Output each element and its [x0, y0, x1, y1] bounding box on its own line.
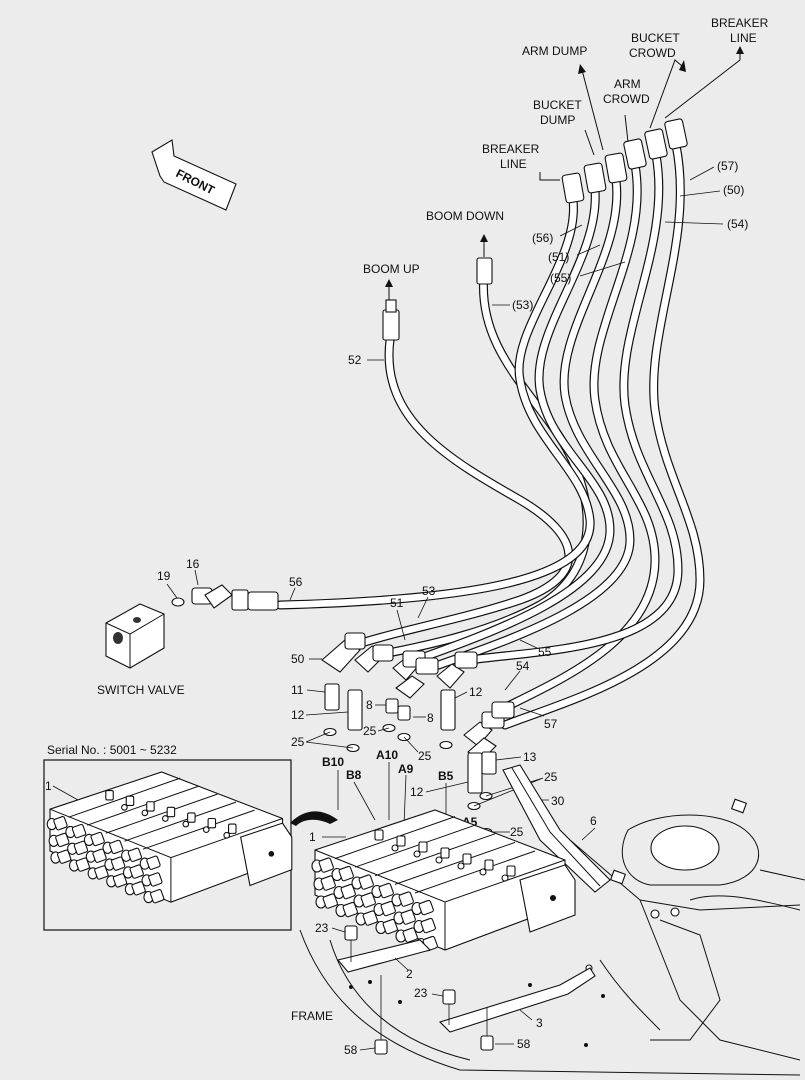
svg-text:2: 2	[406, 967, 413, 981]
svg-text:51: 51	[390, 596, 404, 610]
brackets: 23 23 2 3 58 58 1	[309, 830, 596, 1057]
svg-text:55: 55	[538, 645, 552, 659]
direction-arrows	[385, 46, 744, 300]
frame-label: FRAME	[291, 1009, 333, 1023]
switch-valve-label: SWITCH VALVE	[97, 683, 185, 697]
svg-text:(54): (54)	[727, 217, 748, 231]
arm-dump-label: ARM DUMP	[522, 44, 587, 58]
svg-text:19: 19	[157, 569, 171, 583]
svg-text:B5: B5	[438, 769, 454, 783]
svg-text:(55): (55)	[550, 271, 571, 285]
svg-text:58: 58	[517, 1037, 531, 1051]
svg-text:A10: A10	[376, 748, 398, 762]
svg-text:50: 50	[291, 652, 305, 666]
svg-text:(53): (53)	[512, 298, 533, 312]
svg-text:3: 3	[536, 1016, 543, 1030]
hose-bundle	[275, 140, 705, 730]
svg-text:(57): (57)	[717, 159, 738, 173]
pipe-6: 6	[502, 764, 611, 893]
svg-text:(56): (56)	[532, 231, 553, 245]
svg-text:1: 1	[309, 830, 316, 844]
switch-valve: 16 19 56 SWITCH VALVE	[97, 557, 303, 697]
svg-text:54: 54	[516, 659, 530, 673]
svg-text:B10: B10	[322, 755, 344, 769]
svg-text:8: 8	[427, 711, 434, 725]
boom-up-label: BOOM UP	[363, 262, 420, 276]
svg-text:13: 13	[523, 750, 537, 764]
svg-text:25: 25	[363, 724, 377, 738]
serial-inset: Serial No. : 5001 ~ 5232 1	[43, 743, 338, 931]
svg-text:23: 23	[414, 986, 428, 1000]
hose-fittings-top	[382, 118, 688, 341]
svg-text:B8: B8	[346, 768, 362, 782]
callouts-upper: (57) (50) (54) (56) (51) (55) (53) 52	[348, 159, 748, 367]
svg-text:58: 58	[344, 1043, 358, 1057]
svg-text:30: 30	[551, 794, 565, 808]
svg-text:(50): (50)	[723, 183, 744, 197]
svg-text:12: 12	[291, 708, 305, 722]
svg-text:A9: A9	[398, 762, 414, 776]
svg-text:8: 8	[366, 698, 373, 712]
svg-text:25: 25	[544, 770, 558, 784]
machine-frame: FRAME	[291, 798, 805, 1076]
svg-text:11: 11	[291, 683, 304, 697]
svg-text:57: 57	[544, 717, 558, 731]
svg-text:25: 25	[510, 825, 524, 839]
svg-text:23: 23	[315, 921, 329, 935]
svg-text:25: 25	[291, 735, 305, 749]
svg-text:12: 12	[410, 785, 424, 799]
svg-text:25: 25	[418, 749, 432, 763]
svg-text:56: 56	[289, 575, 303, 589]
svg-text:16: 16	[186, 557, 200, 571]
svg-text:1: 1	[45, 779, 52, 793]
svg-text:53: 53	[422, 584, 436, 598]
svg-text:6: 6	[590, 814, 597, 828]
svg-text:52: 52	[348, 353, 362, 367]
svg-text:(51): (51)	[548, 250, 569, 264]
svg-text:12: 12	[469, 685, 483, 699]
boom-down-label: BOOM DOWN	[426, 209, 504, 223]
valve-fittings: 53 51 50 55 54 57 11 12 12 12 8 8 25 25 …	[291, 584, 565, 839]
main-control-valve	[311, 809, 576, 952]
serial-label: Serial No. : 5001 ~ 5232	[47, 743, 177, 757]
